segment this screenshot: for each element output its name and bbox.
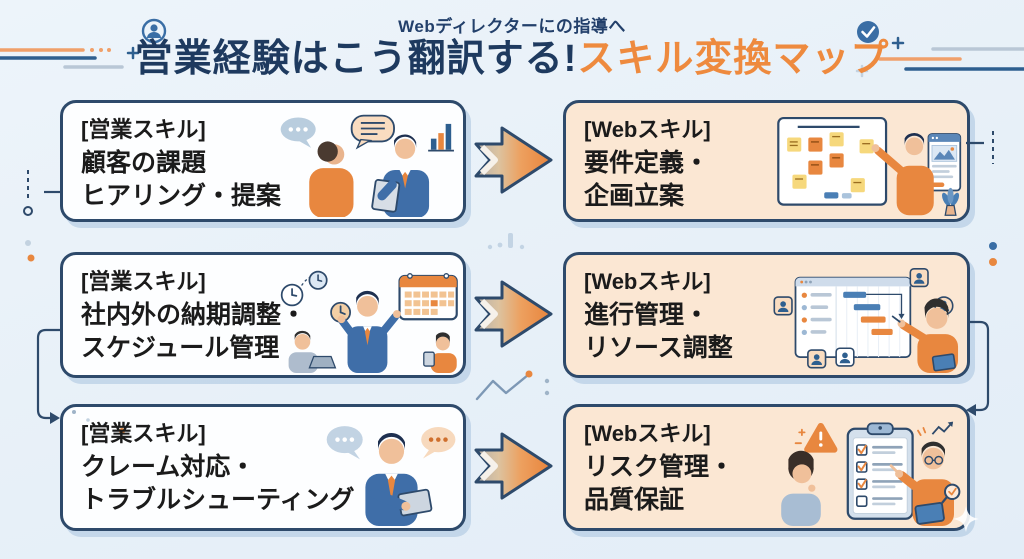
gantt-illustration: [773, 267, 958, 373]
woman-thinking: [781, 450, 821, 526]
skill-line: クレーム対応・: [81, 453, 256, 481]
skill-category-label: [営業スキル]: [81, 117, 206, 142]
skill-text-block: [Webスキル] 進行管理・ リソース調整: [584, 264, 733, 365]
sales-skill-box-3: [営業スキル] クレーム対応・ トラブルシューティング: [60, 404, 466, 531]
web-skill-box-2: [Webスキル] 進行管理・ リソース調整: [563, 252, 970, 378]
row1-left-tick: [23, 170, 60, 262]
support-illustration: [326, 426, 456, 526]
calendar-icon: [398, 273, 458, 321]
skill-line: リソース調整: [584, 334, 733, 362]
page-subtitle: Webディレクターにの指導へ: [398, 17, 626, 36]
manager-pointing: [337, 290, 401, 373]
skill-text-block: [Webスキル] 要件定義・ 企画立案: [584, 112, 711, 213]
skill-line: ヒアリング・提案: [81, 182, 282, 210]
skill-line: スケジュール管理: [81, 334, 280, 362]
speech-bubble-icon: [421, 427, 456, 459]
speech-bubble-icon: [326, 426, 363, 460]
bar-chart-icon: [428, 123, 455, 152]
header: Webディレクターにの指導へ 営業経験はこう翻訳する!スキル変換マップ: [0, 12, 1024, 81]
browser-window-icon: [927, 133, 962, 192]
schedule-illustration: [280, 270, 458, 373]
title-accent: スキル変換マップ: [577, 38, 890, 80]
person-posting-note: [871, 132, 934, 216]
sales-skill-box-2: [営業スキル] 社内外の納期調整・ スケジュール管理: [60, 252, 466, 378]
skill-line: リスク管理・: [584, 453, 735, 481]
member-avatar-icon: [773, 267, 954, 369]
skill-line: 品質保証: [584, 486, 685, 514]
skill-category-label: [営業スキル]: [81, 421, 206, 446]
skill-text-block: [営業スキル] 社内外の納期調整・ スケジュール管理: [81, 264, 306, 365]
skill-category-label: [営業スキル]: [81, 269, 206, 294]
consultation-illustration: [281, 114, 455, 217]
skill-category-label: [Webスキル]: [584, 421, 711, 446]
trend-zigzag-icon: [475, 370, 550, 401]
skill-line: 顧客の課題: [81, 149, 207, 177]
conversion-arrow-icon: [470, 122, 558, 198]
skill-line: トラブルシューティング: [81, 486, 355, 514]
conversion-arrow-icon: [470, 428, 558, 504]
quality-illustration: [781, 421, 961, 526]
person-presenting: [371, 134, 430, 217]
clock-icon: [280, 270, 351, 323]
gantt-chart-window-icon: [794, 276, 911, 358]
magnifier-check-icon: [941, 483, 961, 504]
web-skill-box-1: [Webスキル] 要件定義・ 企画立案: [563, 100, 970, 222]
plant-icon: [942, 187, 960, 216]
person-with-tablet: [891, 298, 958, 373]
skill-line: 進行管理・: [584, 301, 710, 329]
row1-right-tick: [966, 131, 997, 266]
page-title: 営業経験はこう翻訳する!スキル変換マップ: [0, 38, 1024, 81]
warning-icon: [794, 422, 838, 453]
left-down-connector: [36, 328, 60, 424]
message-bubble-icon: [351, 114, 396, 150]
sales-skill-box-1: [営業スキル] 顧客の課題 ヒアリング・提案: [60, 100, 466, 222]
skill-text-block: [営業スキル] 顧客の課題 ヒアリング・提案: [81, 112, 281, 213]
person-listening: [309, 141, 354, 217]
mini-bar-chart-icon: [487, 233, 525, 250]
skill-category-label: [Webスキル]: [584, 117, 711, 142]
planning-illustration: [777, 116, 962, 216]
businessman-with-tablet: [365, 433, 433, 526]
skill-text-block: [営業スキル] クレーム対応・ トラブルシューティング: [81, 416, 355, 517]
skill-text-block: [Webスキル] リスク管理・ 品質保証: [584, 416, 734, 517]
speech-bubble-icon: [281, 117, 317, 148]
trend-arrow-icon: [931, 421, 953, 435]
title-main: 営業経験はこう翻訳する!: [134, 38, 578, 80]
coworker-with-tablet: [422, 332, 457, 373]
skill-line: 企画立案: [584, 182, 685, 210]
skill-line: 社内外の納期調整・: [81, 301, 307, 329]
clipboard-checklist-icon: [846, 422, 914, 520]
conversion-arrow-icon: [470, 276, 558, 352]
sticky-notes: [787, 132, 874, 193]
web-skill-box-3: [Webスキル] リスク管理・ 品質保証: [563, 404, 970, 531]
skill-category-label: [Webスキル]: [584, 269, 711, 294]
coworker-with-laptop: [288, 330, 337, 373]
skill-line: 要件定義・: [584, 149, 710, 177]
man-reviewing: [889, 421, 961, 526]
